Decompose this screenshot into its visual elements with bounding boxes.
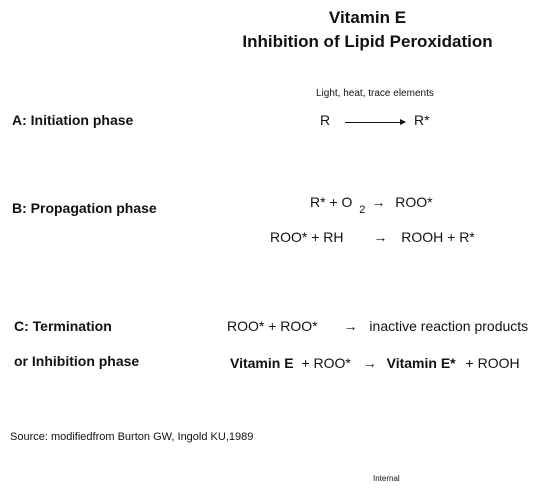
inhibition-phase-label: or Inhibition phase <box>14 353 140 369</box>
propagation-eq1-arrow: → <box>371 194 386 210</box>
propagation-eq2-arrow: → <box>373 229 388 245</box>
propagation-eq1-subscript: 2 <box>359 204 366 216</box>
propagation-eq1-right: ROO* <box>395 194 433 210</box>
inhibition-eq-arrow: → <box>362 355 377 371</box>
vitamin-e-radical: Vitamin E* <box>386 355 456 371</box>
source-citation: Source: modifiedfrom Burton GW, Ingold K… <box>10 431 254 443</box>
termination-eq1-left: ROO* + ROO* <box>227 318 318 334</box>
propagation-equation-2: ROO* + RH → ROOH + R* <box>270 229 475 245</box>
classification-tag: Internal <box>373 474 400 483</box>
propagation-eq2-right: ROOH + R* <box>401 229 475 245</box>
inhibition-eq-rest: + ROOH <box>465 355 520 371</box>
title-line-2: Inhibition of Lipid Peroxidation <box>242 32 493 51</box>
initiation-condition: Light, heat, trace elements <box>316 88 434 99</box>
inhibition-eq-plus: + ROO* <box>301 355 351 371</box>
initiation-arrow <box>345 119 406 125</box>
propagation-equation-1: R* + O 2 → ROO* <box>310 194 433 216</box>
inhibition-equation: Vitamin E + ROO* → Vitamin E* + ROOH <box>230 355 520 371</box>
termination-equation-1: ROO* + ROO* → inactive reaction products <box>227 318 528 334</box>
initiation-phase-label: A: Initiation phase <box>12 112 134 128</box>
propagation-eq1-left: R* + O <box>310 194 353 210</box>
termination-eq1-right: inactive reaction products <box>369 318 529 334</box>
initiation-reactant: R <box>320 112 331 128</box>
vitamin-e: Vitamin E <box>230 355 294 371</box>
title-line-1: Vitamin E <box>328 8 407 27</box>
termination-phase-label: C: Termination <box>14 318 112 334</box>
propagation-eq2-left: ROO* + RH <box>270 229 344 245</box>
termination-eq1-arrow: → <box>343 318 358 334</box>
propagation-phase-label: B: Propagation phase <box>12 200 157 216</box>
initiation-product: R* <box>414 112 430 128</box>
